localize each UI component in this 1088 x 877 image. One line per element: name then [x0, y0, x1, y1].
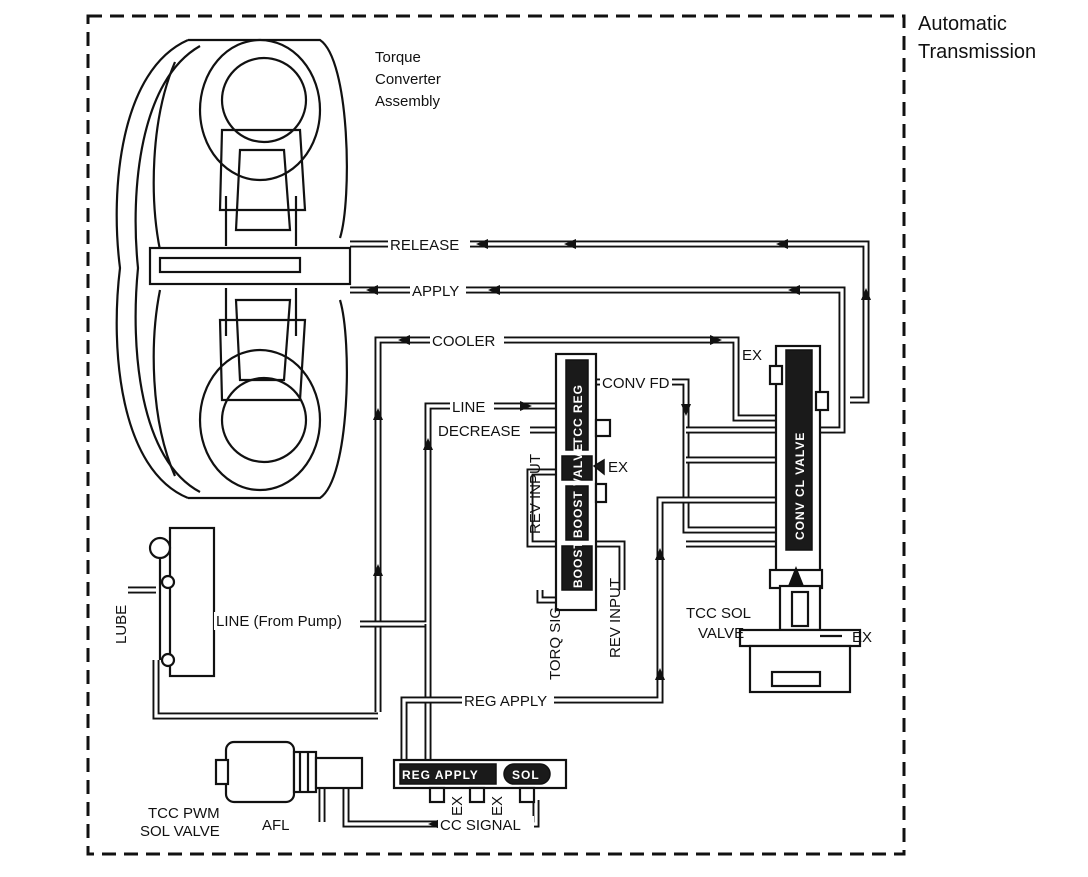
line-from-pump-label: LINE (From Pump) — [216, 613, 342, 630]
transmission-boundary — [86, 14, 906, 856]
transmission-title-line1: Automatic — [918, 13, 1007, 35]
tcc-sol-valve-label-1: TCC SOL — [686, 605, 751, 622]
tcc-pwm-label-1: TCC PWM — [148, 805, 220, 822]
passage-labels: RELEASE APPLY COOLER LINE DECREASE CONV … — [113, 236, 872, 834]
boost-valve-lower-label: BOOST — [571, 540, 585, 588]
boost-valve-label: BOOST VALVE — [571, 443, 585, 538]
tcc-sol-valve-label-2: VALVE — [698, 625, 744, 642]
ex-label-reg-1: EX — [449, 796, 466, 816]
cooler-lube-assembly — [148, 526, 216, 678]
ex-label-conv-clutch: EX — [742, 347, 762, 364]
line-label: LINE — [452, 399, 485, 416]
transmission-title-line2: Transmission — [918, 41, 1036, 63]
cooler-label: COOLER — [432, 333, 496, 350]
boost-valve-assembly — [554, 352, 612, 612]
torque-converter — [115, 38, 352, 500]
tcc-pwm-label-2: SOL VALVE — [140, 823, 220, 840]
tcc-sol-valve — [738, 584, 862, 694]
decrease-label: DECREASE — [438, 423, 521, 440]
tcc-reg-valve-label: TCC REG — [571, 384, 585, 445]
ex-label-tcc-sol: EX — [852, 629, 872, 646]
torque-converter-label-1: Torque — [375, 49, 421, 66]
release-label: RELEASE — [390, 237, 459, 254]
reg-apply-valve — [392, 758, 568, 804]
cc-signal-label: CC SIGNAL — [440, 817, 521, 834]
torque-converter-label-2: Converter — [375, 71, 441, 88]
ex-label-boost: EX — [608, 459, 628, 476]
torque-converter-label-3: Assembly — [375, 93, 441, 110]
rev-input-right-label: REV INPUT — [607, 578, 624, 658]
conv-clutch-valve-label: CONV CL VALVE — [793, 432, 807, 540]
rev-input-left-label: REV INPUT — [527, 454, 544, 534]
afl-label: AFL — [262, 817, 290, 834]
fluid-passages — [128, 240, 870, 828]
tcc-pwm-sol-valve — [214, 740, 364, 804]
conv-fd-label: CONV FD — [602, 375, 670, 392]
converter-clutch-valve — [768, 344, 830, 590]
lube-label: LUBE — [113, 605, 130, 644]
apply-label: APPLY — [412, 283, 459, 300]
ex-label-reg-2: EX — [489, 796, 506, 816]
reg-apply-valve-label: REG APPLY — [402, 768, 479, 782]
reg-apply-valve-suffix: SOL — [512, 768, 540, 782]
reg-apply-label: REG APPLY — [464, 693, 547, 710]
torq-sig-label: TORQ SIG — [547, 607, 564, 680]
